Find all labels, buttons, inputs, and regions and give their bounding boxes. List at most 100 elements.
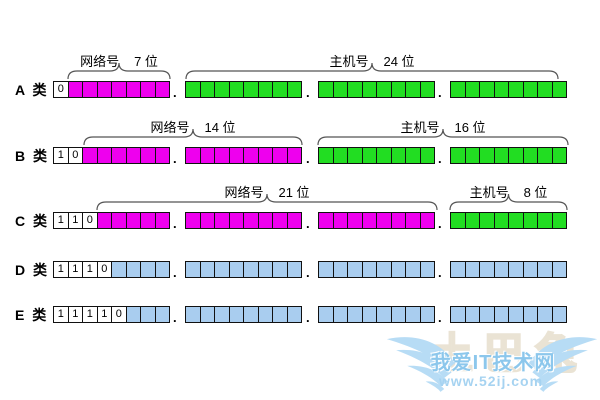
octet-1-row-a: 0 <box>53 81 170 98</box>
bit-cell: 0 <box>54 82 68 97</box>
field-cell <box>125 213 140 228</box>
field-cell <box>96 213 111 228</box>
field-cell <box>125 262 140 277</box>
field-cell <box>376 148 391 163</box>
bit-cell: 1 <box>54 307 68 322</box>
field-cell <box>140 82 155 97</box>
field-cell <box>199 148 214 163</box>
field-cell <box>522 148 537 163</box>
field-cell <box>361 213 376 228</box>
field-cell <box>361 262 376 277</box>
field-cell <box>96 82 111 97</box>
brace-label: 网络号 7 位 <box>80 51 158 70</box>
brace-label-name: 网络号 <box>224 185 264 200</box>
field-cell <box>154 148 169 163</box>
brace-label-bits: 14 位 <box>204 120 236 135</box>
field-cell <box>405 213 420 228</box>
brace-label-bits: 24 位 <box>383 54 415 69</box>
field-cell <box>186 262 200 277</box>
brace <box>185 62 559 80</box>
class-row-label-b: B 类 <box>15 148 49 164</box>
field-cell <box>319 82 333 97</box>
field-cell <box>286 148 301 163</box>
field-cell <box>522 213 537 228</box>
octet-2-row-e <box>185 306 302 323</box>
brace <box>83 128 303 146</box>
field-cell <box>186 213 200 228</box>
field-cell <box>508 82 523 97</box>
field-cell <box>361 307 376 322</box>
field-cell <box>286 82 301 97</box>
bit-cell: 1 <box>67 307 82 322</box>
field-cell <box>257 307 272 322</box>
field-cell <box>228 213 243 228</box>
field-cell <box>154 262 169 277</box>
brace-label: 网络号 21 位 <box>224 182 309 201</box>
bit-cell: 1 <box>96 307 111 322</box>
octet-3-row-a <box>318 81 435 98</box>
field-cell <box>332 82 347 97</box>
field-cell <box>376 213 391 228</box>
field-cell <box>319 262 333 277</box>
field-cell <box>361 148 376 163</box>
field-cell <box>405 262 420 277</box>
bit-cell: 0 <box>67 148 82 163</box>
field-cell <box>537 213 552 228</box>
field-cell <box>451 262 465 277</box>
field-cell <box>332 148 347 163</box>
field-cell <box>419 262 434 277</box>
octet-2-row-c <box>185 212 302 229</box>
watermark-site-url: www.52ij.com <box>438 373 544 389</box>
field-cell <box>464 262 479 277</box>
field-cell <box>154 82 169 97</box>
bit-cell: 0 <box>96 262 111 277</box>
wing-icon <box>386 337 456 392</box>
field-cell <box>257 262 272 277</box>
field-cell <box>451 148 465 163</box>
field-cell <box>464 307 479 322</box>
octet-4-row-b <box>450 147 567 164</box>
field-cell <box>464 148 479 163</box>
field-cell <box>199 213 214 228</box>
brace <box>317 128 569 146</box>
field-cell <box>479 262 494 277</box>
bit-cell: 1 <box>54 148 68 163</box>
octet-separator-dot: . <box>438 265 442 280</box>
field-cell <box>214 307 229 322</box>
field-cell <box>451 307 465 322</box>
field-cell <box>243 148 258 163</box>
field-cell <box>522 307 537 322</box>
octet-4-row-e <box>450 306 567 323</box>
brace-label-bits: 8 位 <box>523 185 548 200</box>
wing-icon <box>528 337 598 392</box>
field-cell <box>537 82 552 97</box>
field-cell <box>257 82 272 97</box>
brace <box>67 62 171 80</box>
field-cell <box>551 82 566 97</box>
watermark: 土巴兔 我爱IT技术网 www.52ij.com <box>383 320 600 400</box>
field-cell <box>464 213 479 228</box>
field-cell <box>347 307 362 322</box>
field-cell <box>96 148 111 163</box>
bit-cell: 1 <box>54 213 68 228</box>
octet-4-row-a <box>450 81 567 98</box>
field-cell <box>405 148 420 163</box>
brace-label-bits: 21 位 <box>278 185 310 200</box>
field-cell <box>272 307 287 322</box>
octet-4-row-c <box>450 212 567 229</box>
brace-label-name: 主机号 <box>400 120 440 135</box>
field-cell <box>493 82 508 97</box>
brace-label-bits: 7 位 <box>134 54 158 69</box>
field-cell <box>286 307 301 322</box>
field-cell <box>243 307 258 322</box>
field-cell <box>419 213 434 228</box>
brace-label-name: 网络号 <box>80 54 120 69</box>
field-cell <box>493 148 508 163</box>
field-cell <box>319 148 333 163</box>
field-cell <box>405 307 420 322</box>
field-cell <box>319 307 333 322</box>
field-cell <box>228 148 243 163</box>
